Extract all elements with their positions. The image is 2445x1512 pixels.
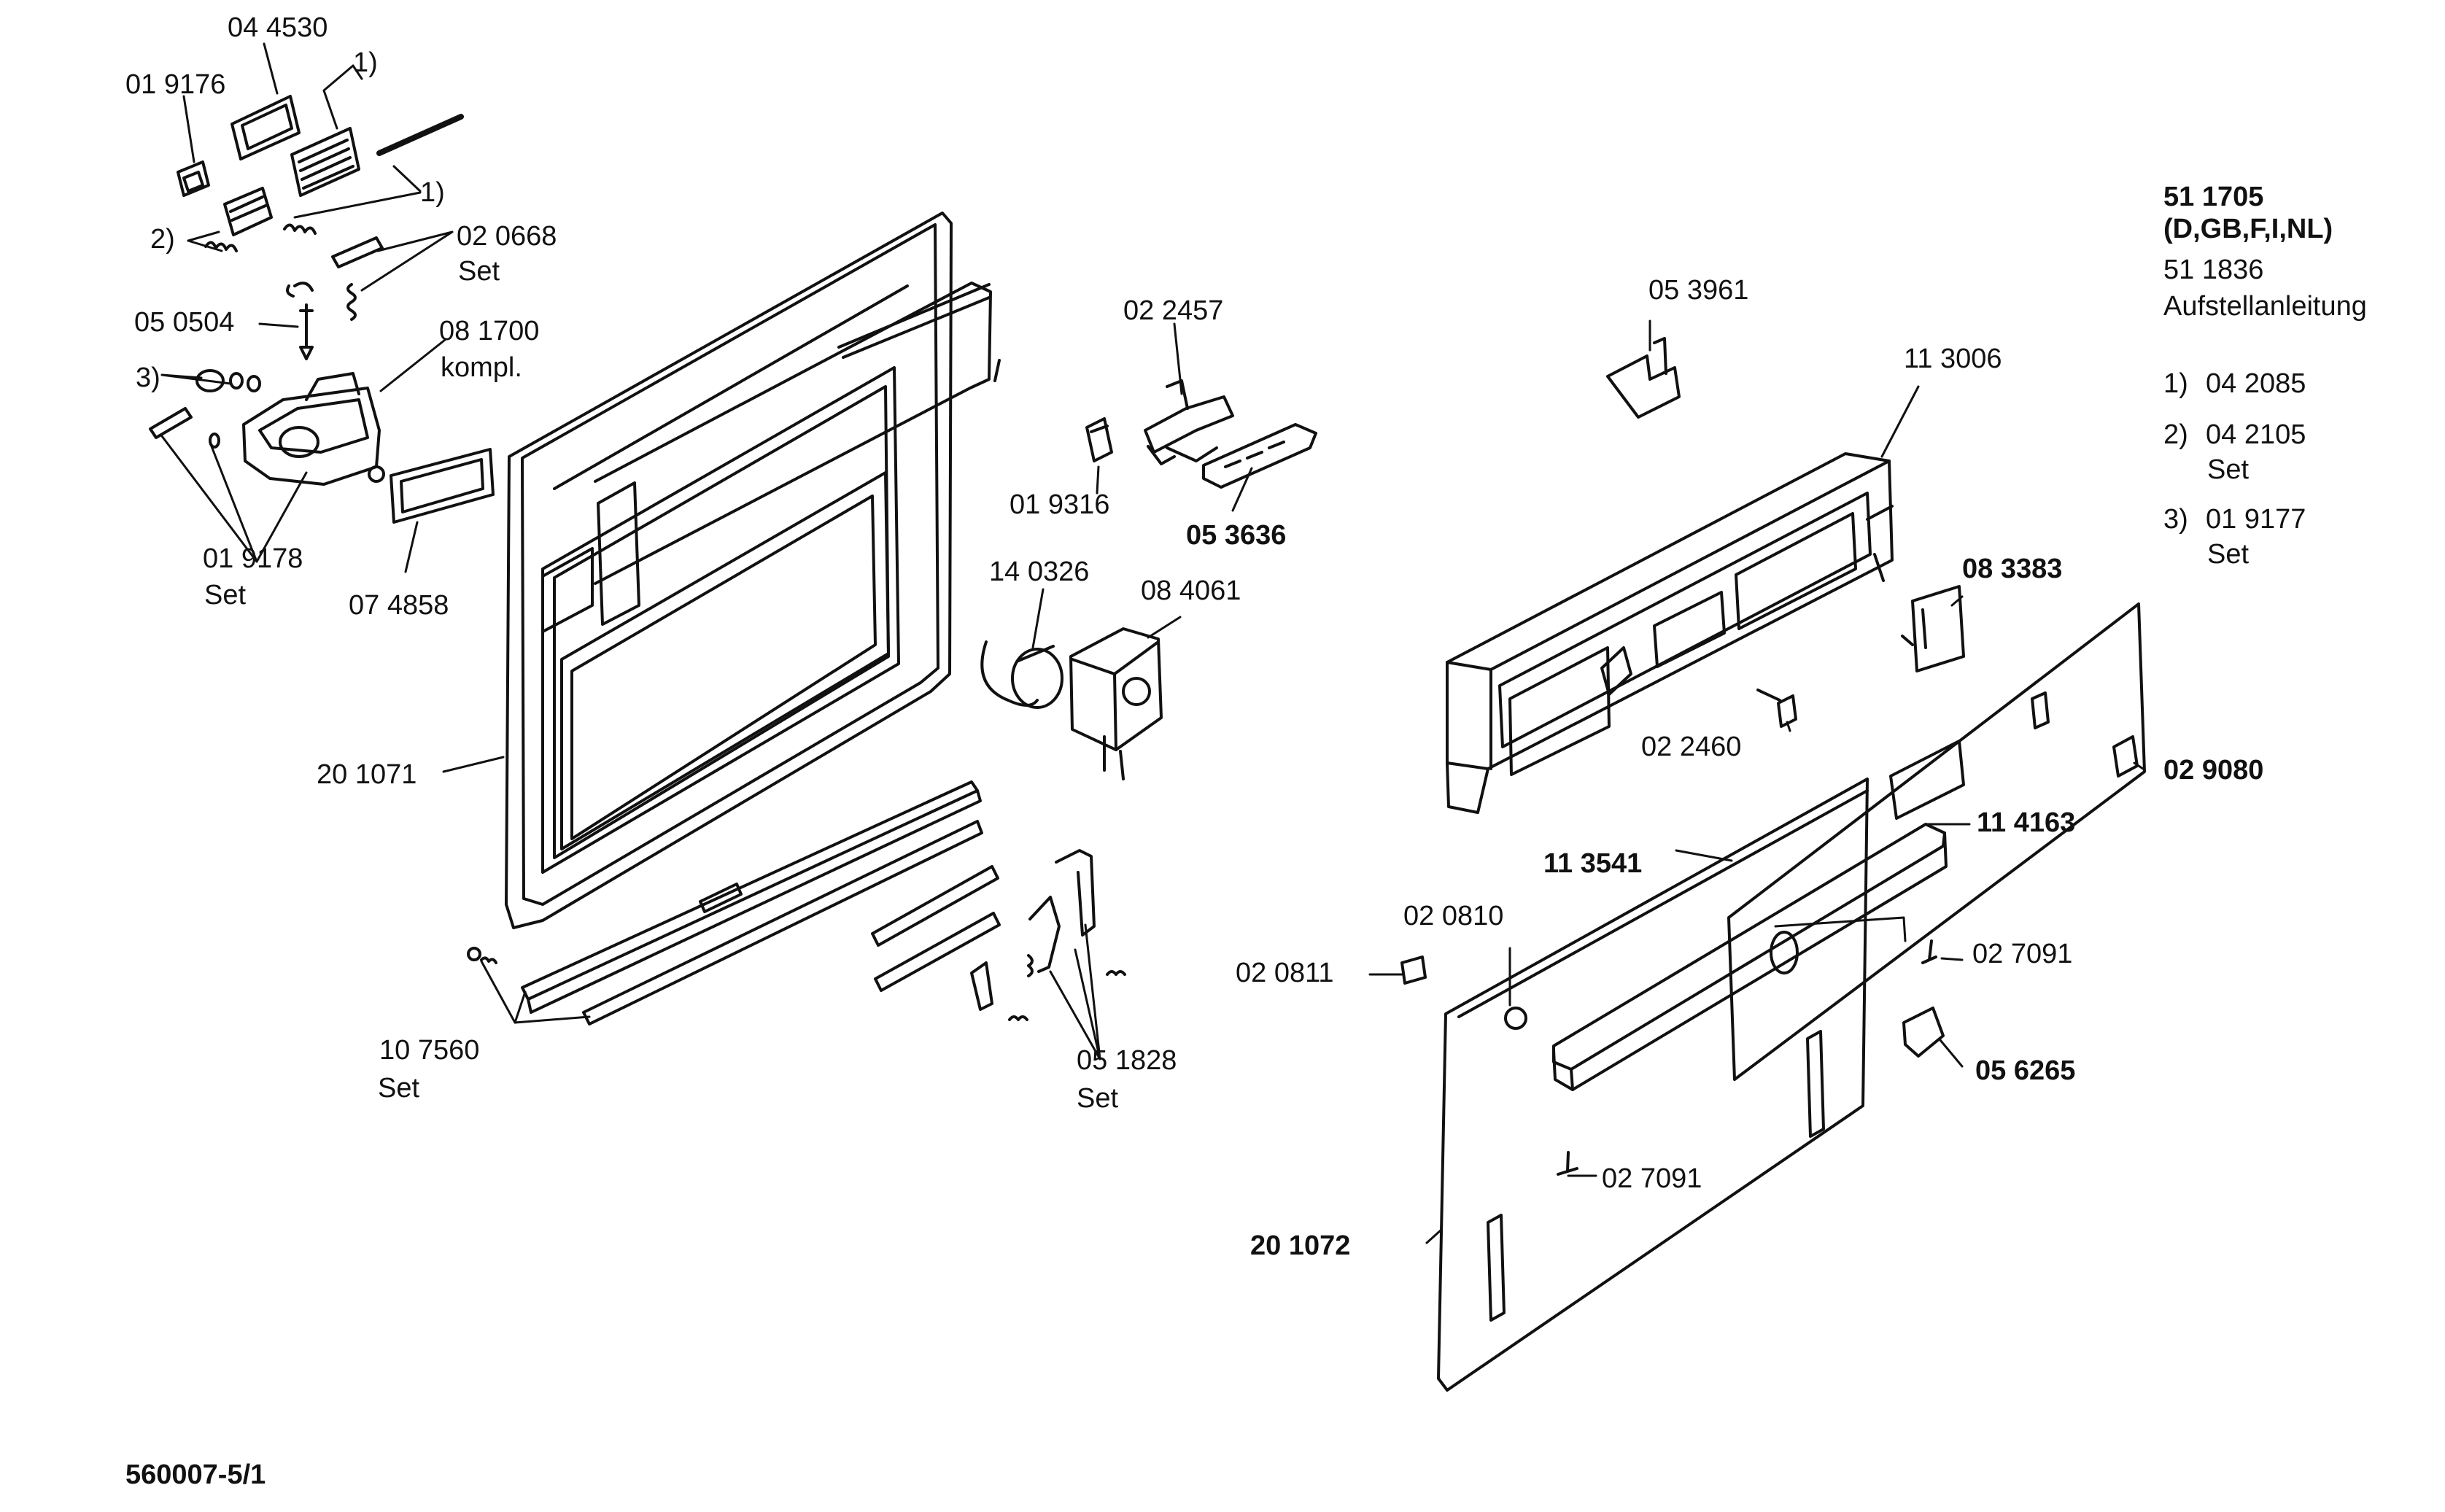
legend-ref-number: 3)	[2163, 504, 2188, 535]
label-020668-set: Set	[458, 256, 500, 287]
legend-ref-sub: Set	[2207, 454, 2250, 485]
label-051828-set: Set	[1077, 1083, 1119, 1114]
legend-ref-2: 2) 04 2105 Set	[2163, 419, 2306, 485]
label-053961: 05 3961	[1648, 275, 1749, 306]
footnote-marker-1-mid: 1)	[420, 177, 445, 208]
label-053636: 05 3636	[1186, 520, 1287, 551]
label-140326: 14 0326	[989, 557, 1090, 587]
label-201072: 20 1072	[1250, 1230, 1351, 1261]
label-019316: 01 9316	[1010, 489, 1110, 520]
label-107560: 10 7560	[379, 1035, 480, 1066]
label-056265: 05 6265	[1975, 1055, 2076, 1086]
label-020810: 02 0810	[1403, 901, 1504, 931]
legend-ref-1: 1) 04 2085	[2163, 368, 2306, 400]
legend-countries: (D,GB,F,I,NL)	[2163, 214, 2333, 244]
label-022457: 02 2457	[1123, 295, 1224, 326]
legend-ref-3: 3) 01 9177 Set	[2163, 503, 2306, 570]
label-027091-upper: 02 7091	[1972, 939, 2073, 969]
label-019176: 01 9176	[125, 69, 226, 100]
label-027091-lower: 02 7091	[1602, 1163, 1702, 1194]
inner-door-201071	[467, 212, 1001, 1026]
legend-ref-code: 04 2085	[2206, 368, 2306, 399]
label-107560-set: Set	[378, 1073, 420, 1104]
footnote-marker-1-top: 1)	[353, 47, 378, 78]
label-113006: 11 3006	[1904, 344, 2002, 374]
label-022460: 02 2460	[1641, 732, 1742, 762]
label-050504: 05 0504	[134, 307, 235, 338]
label-074858: 07 4858	[349, 590, 449, 621]
label-044530: 04 4530	[228, 12, 328, 43]
legend-ref-number: 2)	[2163, 419, 2188, 450]
label-020811: 02 0811	[1236, 958, 1334, 988]
legend-ref-sub: Set	[2207, 539, 2250, 570]
leader-lines-door	[442, 756, 591, 1024]
centre-switch-parts	[871, 379, 1317, 1021]
legend-ref-code: 01 9177	[2206, 504, 2306, 535]
drawing-id: 560007-5/1	[125, 1459, 266, 1490]
legend-ref-number: 1)	[2163, 368, 2188, 399]
label-020668: 02 0668	[457, 221, 557, 252]
legend-model: 51 1705	[2163, 182, 2264, 212]
legend-doc-number: 51 1836	[2163, 255, 2264, 285]
label-019178-set: Set	[204, 580, 247, 610]
vent-grille-parts	[149, 95, 495, 524]
footnote-marker-2: 2)	[150, 224, 175, 255]
label-081700: 08 1700	[439, 316, 540, 346]
label-019178: 01 9178	[203, 543, 303, 574]
footnote-marker-3: 3)	[136, 363, 160, 393]
label-083383: 08 3383	[1962, 554, 2063, 584]
label-029080: 02 9080	[2163, 755, 2264, 786]
legend-ref-code: 04 2105	[2206, 419, 2306, 450]
leader-lines-left	[160, 42, 454, 573]
label-051828: 05 1828	[1077, 1045, 1177, 1076]
label-114163: 11 4163	[1977, 807, 2076, 838]
label-201071: 20 1071	[317, 759, 417, 790]
label-081700-kompl: kompl.	[441, 352, 522, 383]
legend-doc-title: Aufstellanleitung	[2163, 291, 2367, 322]
control-panel-parts	[1400, 337, 2146, 1392]
label-084061: 08 4061	[1141, 575, 1241, 606]
leader-lines-centre	[1031, 322, 1253, 1061]
label-113541: 11 3541	[1543, 848, 1643, 879]
leader-lines-right	[1368, 319, 2144, 1244]
